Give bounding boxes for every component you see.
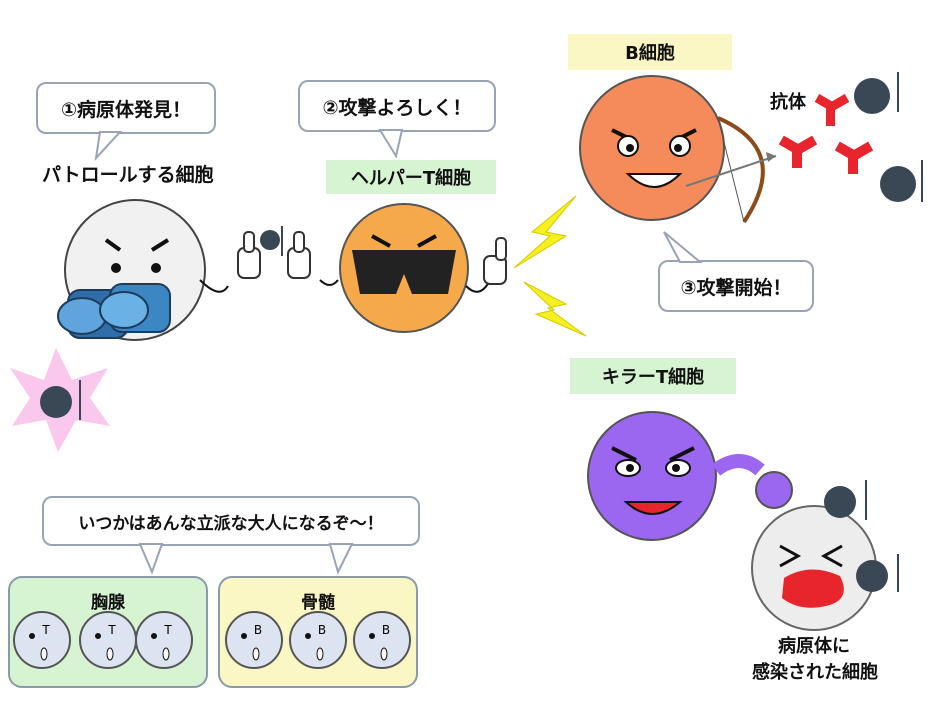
infected-cell-label-2: 感染された細胞: [752, 662, 878, 683]
aspiration-bubble: いつかはあんな立派な大人になるぞ～！: [42, 496, 420, 546]
antibody-icon-1: [814, 94, 850, 126]
pink-star-icon: [10, 348, 110, 452]
attack-request-text: ②攻撃よろしく！: [322, 96, 472, 119]
bone-marrow-box: 骨髄: [218, 576, 418, 688]
attack-start-text: ③攻撃開始！: [680, 276, 792, 299]
aspiration-text: いつかはあんな立派な大人になるぞ～！: [78, 513, 384, 534]
lightning-icon-upper: [513, 195, 577, 269]
aspiration-bubble-tail: [138, 543, 164, 575]
bone-marrow-title: 骨髄: [301, 593, 335, 613]
thumbs-up-icon-right: [287, 231, 311, 279]
infected-cell: [751, 505, 877, 631]
germ-icon-2: [880, 160, 923, 202]
helper-t-cell: [319, 203, 491, 333]
antibody-icon-3: [834, 141, 874, 174]
attack-request-bubble-tail: [378, 129, 404, 159]
thumbs-up-icon-left: [237, 231, 261, 279]
attack-start-bubble: ③攻撃開始！: [658, 260, 814, 312]
aspiration-bubble-tail-2: [328, 543, 354, 575]
killer-t-label: キラーT細胞: [601, 367, 705, 388]
infected-cell-label-1: 病原体に: [778, 636, 850, 657]
thumbs-up-icon-helper: [483, 237, 507, 285]
lightning-icon-lower: [523, 281, 587, 337]
discover-bubble: ①病原体発見！: [36, 82, 216, 134]
killer-t-tag: キラーT細胞: [570, 358, 736, 394]
discover-text: ①病原体発見！: [60, 98, 192, 121]
bow-arrow-icon: [685, 116, 777, 224]
thymus-box: 胸腺: [8, 576, 208, 688]
b-cell-tag: B細胞: [568, 34, 732, 70]
germ-icon-4: [856, 554, 899, 592]
thymus-title: 胸腺: [91, 593, 125, 613]
discover-bubble-tail: [94, 131, 123, 162]
germ-icon-3: [824, 480, 867, 520]
antibody-label: 抗体: [770, 92, 806, 113]
binoculars-icon: [57, 283, 171, 339]
germ-icon-star: [40, 380, 81, 420]
patrol-cell: [64, 199, 229, 341]
attack-request-bubble: ②攻撃よろしく！: [298, 80, 496, 132]
b-cell-label: B細胞: [625, 43, 675, 64]
patrol-cell-label: パトロールする細胞: [42, 164, 214, 186]
killer-t-cell: [587, 411, 793, 541]
b-cell: [579, 75, 725, 221]
attack-start-bubble-tail: [663, 231, 703, 263]
antibody-icon-2: [778, 135, 818, 168]
helper-t-tag: ヘルパーT細胞: [326, 160, 496, 194]
germ-icon-1: [854, 72, 899, 114]
small-germ-icon: [260, 226, 283, 256]
helper-t-label: ヘルパーT細胞: [350, 168, 472, 189]
